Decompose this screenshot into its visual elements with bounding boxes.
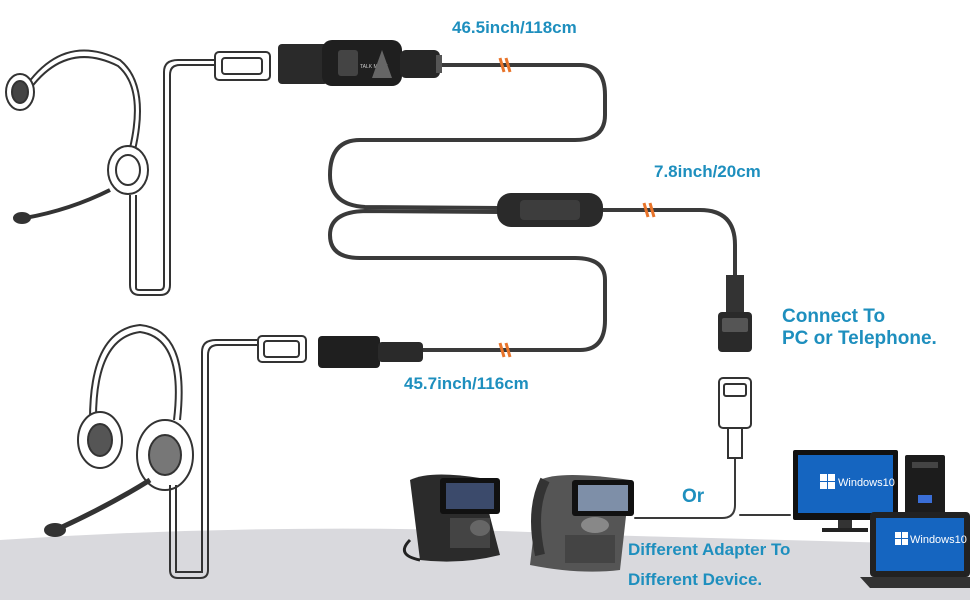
length-markers xyxy=(498,57,656,358)
laptop: Windows10 xyxy=(860,512,970,588)
branch-length-marker xyxy=(642,202,656,218)
bottom-cable-length-label: 45.7inch/116cm xyxy=(404,374,529,393)
bottom-qd-connector xyxy=(318,336,423,368)
ip-phone-1 xyxy=(402,474,500,562)
connect-label-line1: Connect To xyxy=(782,306,886,327)
y-splitter xyxy=(497,193,603,227)
top-length-marker xyxy=(498,57,512,73)
connect-label-line2: PC or Telephone. xyxy=(782,328,937,349)
binaural-headset-drawing xyxy=(44,323,307,579)
bottom-length-marker xyxy=(498,342,512,358)
monitor-os-text: Windows10 xyxy=(838,477,895,489)
pc-qd-plug xyxy=(718,275,752,352)
mute-switch-text: TALK MUTE xyxy=(360,64,388,70)
adapter-label-line2: Different Device. xyxy=(628,570,763,589)
top-qd-connector: TALK MUTE xyxy=(278,40,442,86)
ip-phone-2 xyxy=(530,475,634,572)
qd-adapter-drawing xyxy=(718,377,752,459)
adapter-label-line1: Different Adapter To xyxy=(628,540,791,559)
floor-shadow xyxy=(0,528,970,600)
top-cable-length-label: 46.5inch/118cm xyxy=(452,18,577,37)
laptop-os-text: Windows10 xyxy=(910,534,967,546)
mono-headset-drawing xyxy=(5,49,271,296)
y-cable xyxy=(327,63,791,519)
or-label: Or xyxy=(682,486,705,507)
branch-cable-length-label: 7.8inch/20cm xyxy=(654,162,761,181)
